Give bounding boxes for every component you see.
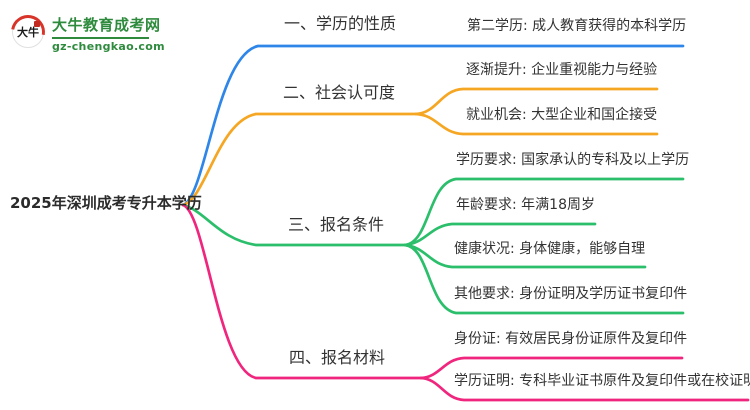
leaf-node-label-3-2: 年龄要求: 年满18周岁 bbox=[456, 197, 595, 213]
branch4-child1-line bbox=[419, 356, 684, 380]
logo-seal-icon bbox=[34, 21, 40, 27]
leaf-node-label-4-2: 学历证明: 专科毕业证书原件及复印件或在校证明 bbox=[454, 373, 750, 389]
branch1-line bbox=[181, 44, 685, 207]
logo-badge-text: 大牛 bbox=[17, 26, 39, 39]
site-url: gz-chengkao.com bbox=[52, 40, 165, 53]
leaf-node-label-3-1: 学历要求: 国家承认的专科及以上学历 bbox=[456, 152, 690, 168]
site-name: 大牛教育成考网 bbox=[52, 16, 161, 34]
branch2-line bbox=[181, 112, 418, 207]
branch-node-label-4: 四、报名材料 bbox=[289, 348, 386, 367]
logo-text-block: 大牛教育成考网 gz-chengkao.com bbox=[52, 14, 165, 53]
leaf-node-label-3-3: 健康状况: 身体健康，能够自理 bbox=[454, 241, 646, 257]
central-topic: 2025年深圳成考专升本学历 bbox=[10, 194, 202, 212]
branch-node-label-2: 二、社会认可度 bbox=[283, 83, 396, 102]
leaf-node-label-2-2: 就业机会: 大型企业和国企接受 bbox=[466, 107, 658, 123]
leaf-node-label-4-1: 身份证: 有效居民身份证原件及复印件 bbox=[454, 331, 688, 347]
branch3-child1-line bbox=[403, 177, 685, 247]
branch3-child2-line bbox=[403, 222, 597, 247]
leaf-node-label-3-4: 其他要求: 身份证明及学历证书复印件 bbox=[454, 286, 688, 302]
branch3-child4-line bbox=[403, 243, 685, 315]
logo-divider bbox=[52, 37, 149, 39]
leaf-node-label-1-1: 第二学历: 成人教育获得的本科学历 bbox=[467, 18, 687, 34]
logo-bull-icon: 大牛 bbox=[4, 8, 52, 56]
site-logo: 大牛 大牛教育成考网 gz-chengkao.com bbox=[4, 8, 165, 56]
branch4-line bbox=[181, 203, 423, 380]
branch3-line bbox=[181, 203, 407, 247]
branch-node-label-3: 三、报名条件 bbox=[288, 215, 385, 234]
branch2-child2-line bbox=[414, 112, 659, 136]
branch4-child2-line bbox=[419, 376, 750, 402]
branch2-child1-line bbox=[414, 87, 659, 116]
branch-node-label-1: 一、学历的性质 bbox=[284, 14, 397, 33]
leaf-node-label-2-1: 逐渐提升: 企业重视能力与经验 bbox=[466, 62, 658, 78]
